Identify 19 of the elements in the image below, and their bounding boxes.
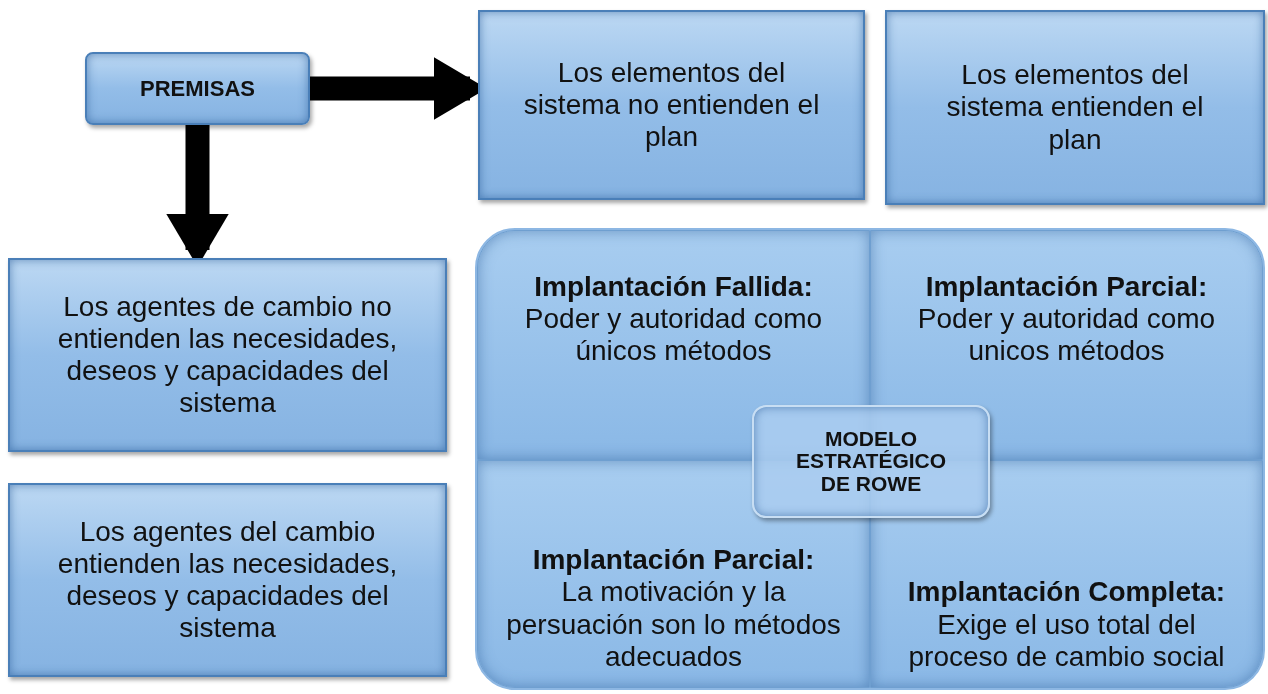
label-text: Los agentes de cambio no entienden las necesidades, deseos y capacidades del sistema xyxy=(56,290,399,420)
description-text: La motivación y la persuación son lo métodos adecuados xyxy=(505,576,842,673)
description-text: Implantación Completa: Exige el uso total del proceso de cambio social xyxy=(906,576,1227,673)
label-text: Los elementos del sistema entienden el plan xyxy=(945,59,1205,156)
center-box xyxy=(752,405,990,518)
heading-text: Implantación Parcial: xyxy=(924,271,1209,304)
description-text: MODELO ESTRATÉGICO DE ROWE xyxy=(794,428,948,495)
description-text: Poder y autoridad como unicos métodos xyxy=(916,303,1217,368)
label-text: PREMISAS xyxy=(139,75,256,102)
description-text: Poder y autoridad como únicos métodos xyxy=(523,303,824,368)
statement-box xyxy=(478,10,865,200)
label-text: Los elementos del sistema no entienden el plan xyxy=(522,56,821,154)
statement-box xyxy=(8,258,447,452)
premise-box xyxy=(85,52,310,125)
label-text: Los agentes del cambio entienden las necesidades, deseos y capacidades del sistema xyxy=(56,515,399,645)
statement-box xyxy=(8,483,447,677)
heading-text: Implantación Parcial: xyxy=(531,544,816,577)
statement-box xyxy=(885,10,1265,205)
heading-text: Implantación Fallida: xyxy=(533,271,814,304)
